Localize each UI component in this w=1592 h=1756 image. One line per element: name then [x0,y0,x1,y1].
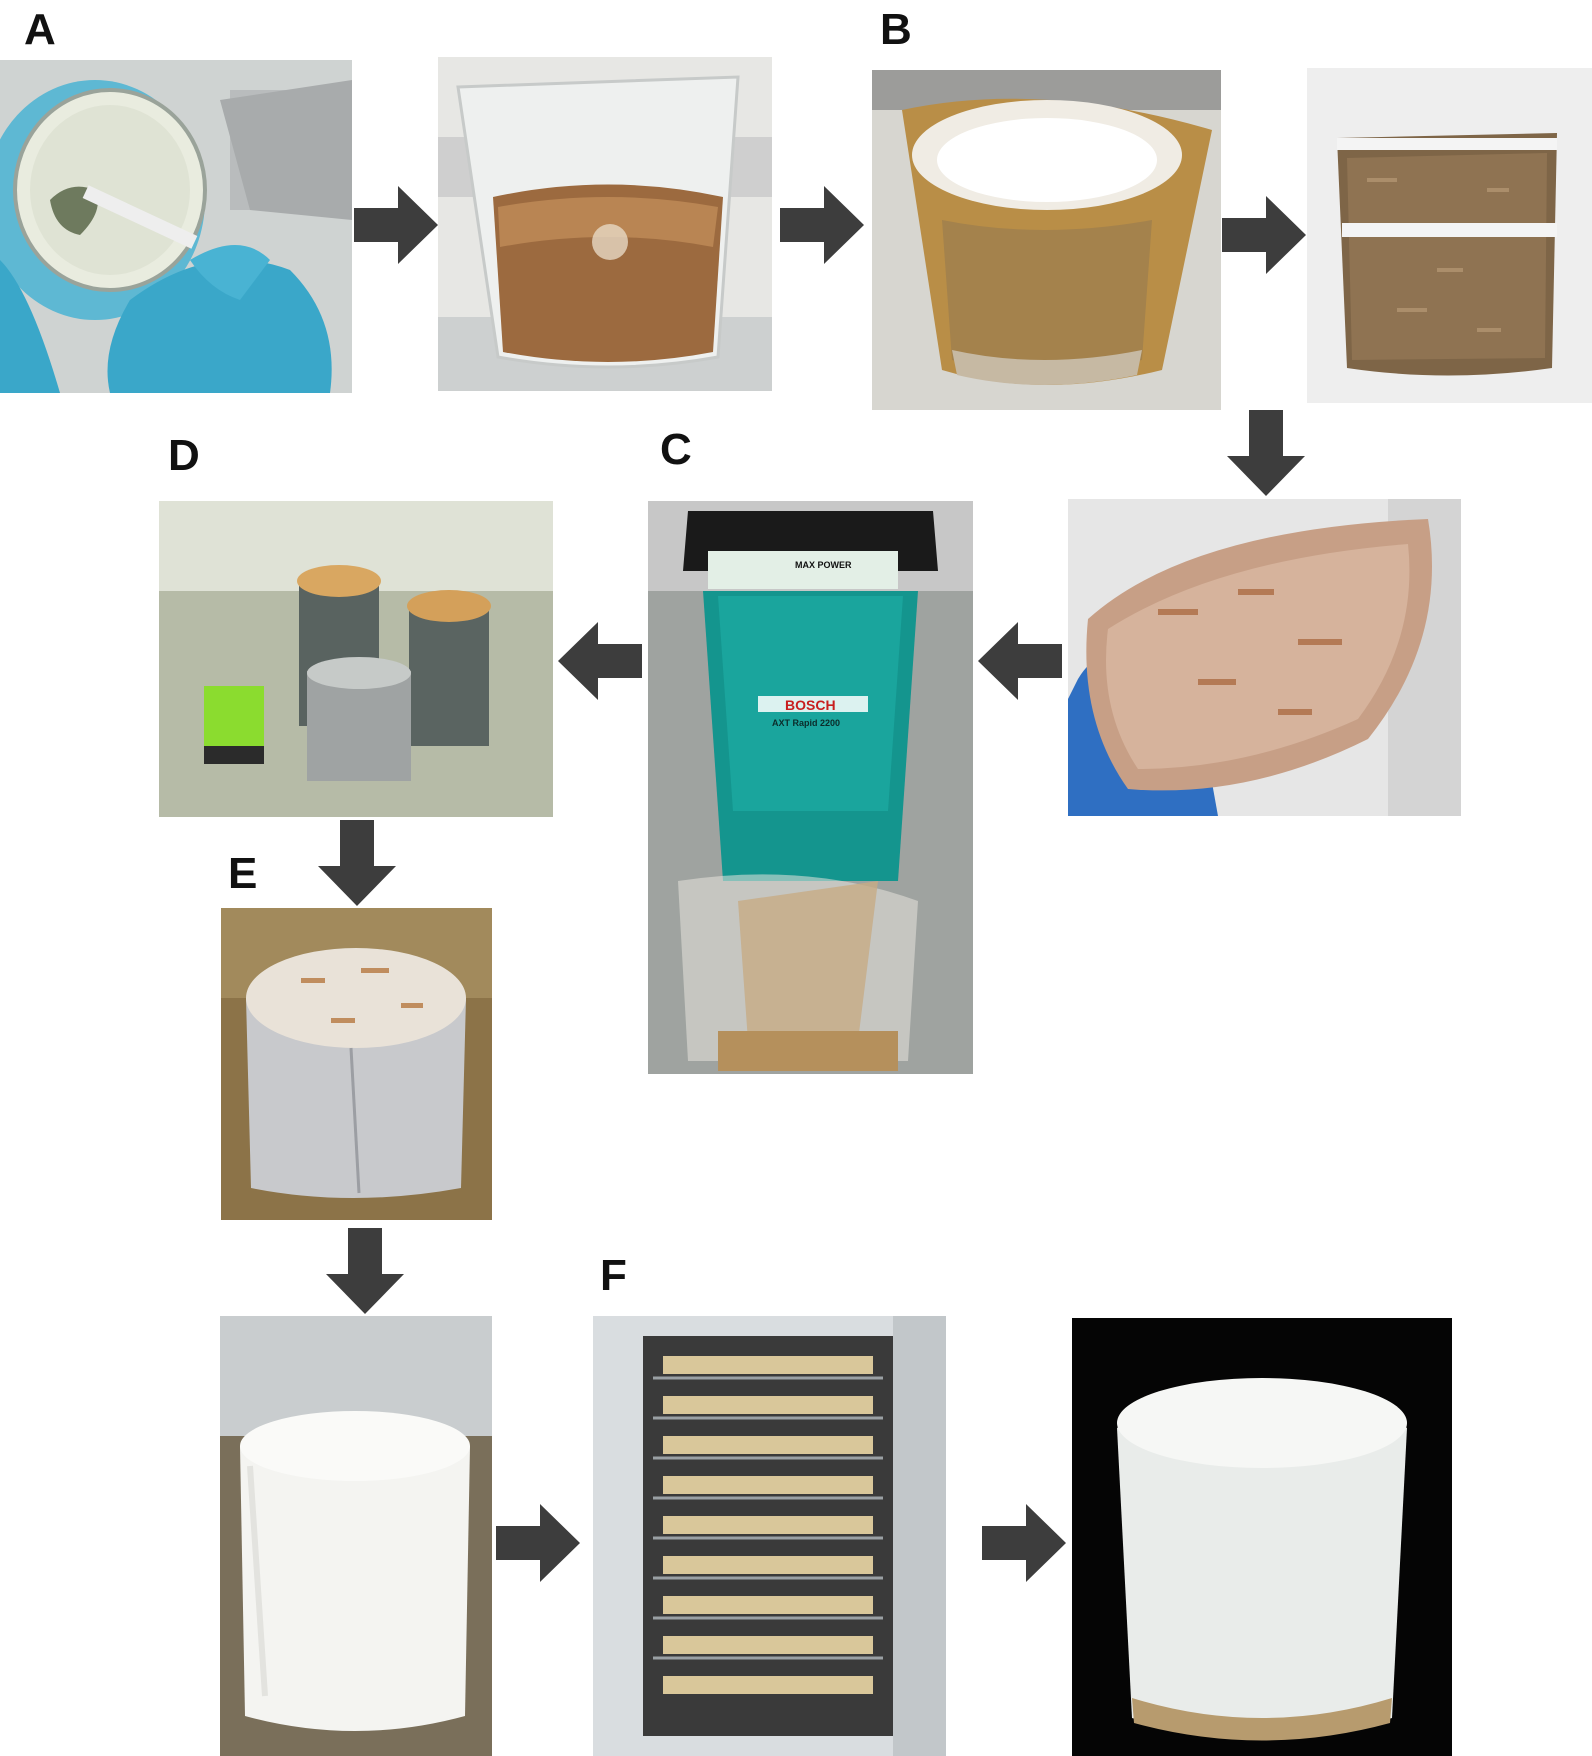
arrow-right [496,1504,580,1582]
shredder-model-text: AXT Rapid 2200 [772,718,841,728]
photo-molds-filling [159,501,553,817]
photo-colonized-cylinder [221,908,492,1220]
panel-label-c: C [660,425,692,474]
arrow-left [558,622,642,700]
panel-label-d: D [168,431,200,480]
arrow-down [1227,410,1305,496]
shredder-sticker-text: MAX POWER [795,560,852,570]
photo-white-cylinder-incubator [220,1316,492,1756]
arrow-right [780,186,864,264]
panel-label-a: A [24,5,56,54]
photo-petri-dish-inoculation [0,60,352,393]
photo-substrate-bag [1307,68,1592,403]
photo-final-mycelium-cylinder [1072,1318,1452,1756]
arrow-right [982,1504,1066,1582]
photo-colonized-grain-beaker [872,70,1221,410]
photo-colonized-substrate-hand [1068,499,1461,816]
arrow-left [978,622,1062,700]
arrow-down [326,1228,404,1314]
panel-label-b: B [880,5,912,54]
shredder-brand-text: BOSCH [785,697,836,713]
panel-label-f: F [600,1251,627,1300]
photo-drying-oven [593,1316,946,1756]
arrow-right [354,186,438,264]
arrow-down [318,820,396,906]
arrow-right [1222,196,1306,274]
photo-beaker-grain [438,57,772,391]
photo-garden-shredder [648,501,973,1074]
panel-label-e: E [228,849,258,898]
